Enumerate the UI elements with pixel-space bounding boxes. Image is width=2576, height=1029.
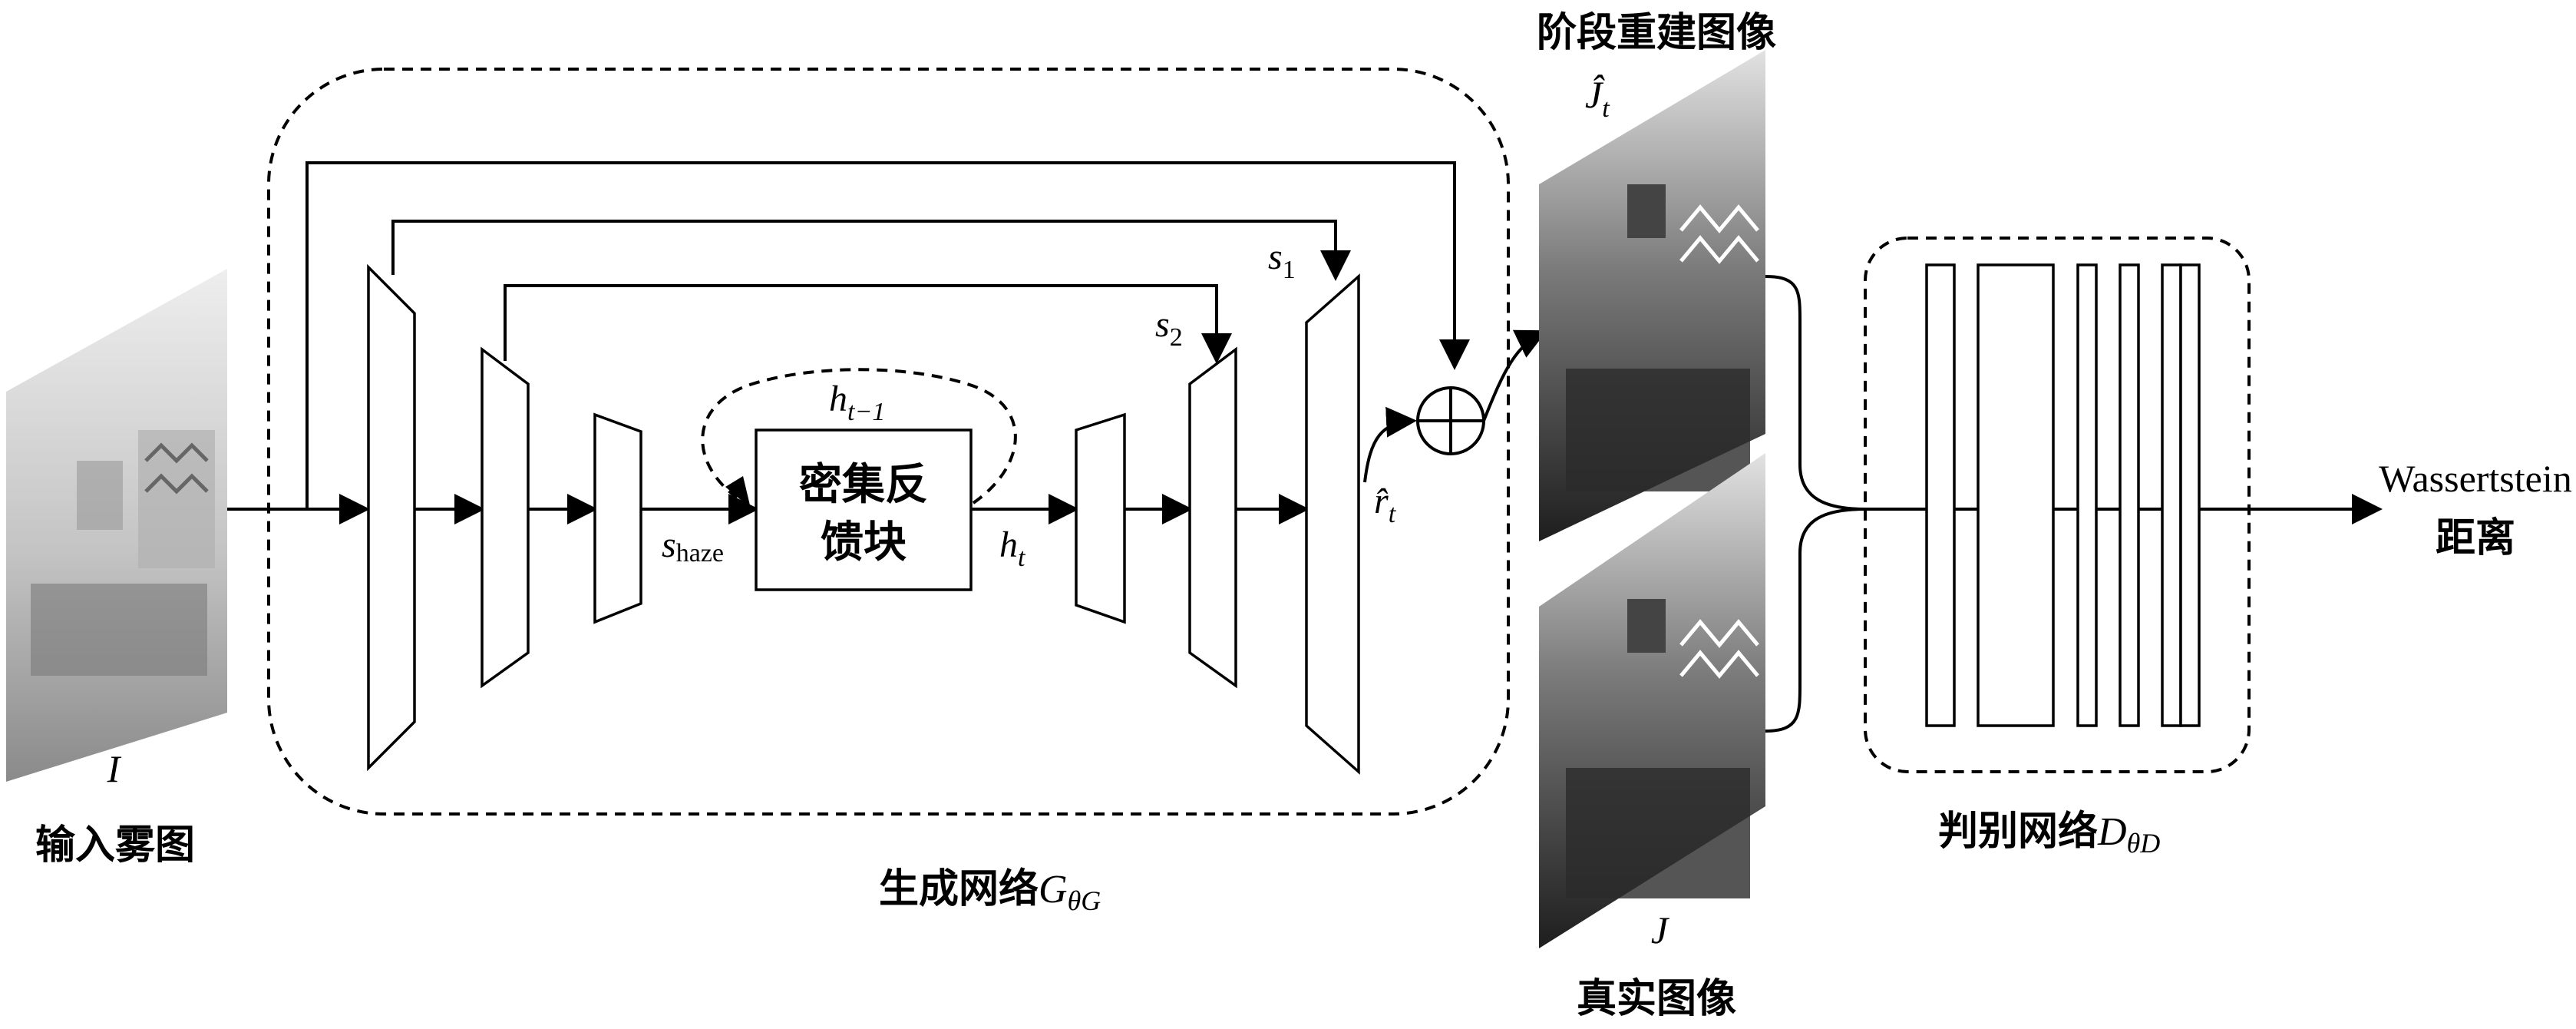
- real-image-title: 真实图像: [1577, 976, 1736, 1022]
- svg-text:ht−1: ht−1: [829, 379, 885, 426]
- disc-layer-2: [1977, 263, 2055, 727]
- feedback-arrowhead: [725, 476, 751, 508]
- disc-layer-5: [2161, 263, 2182, 727]
- output-label-line1: Wassertstein: [2379, 457, 2571, 500]
- dense-block-line2: 馈块: [821, 518, 907, 567]
- label-s1: s1: [1268, 237, 1296, 284]
- label-h-prev: ht−1: [829, 379, 885, 426]
- svg-text:生成网络GθG: 生成网络GθG: [879, 866, 1101, 916]
- input-title: 输入雾图: [35, 822, 195, 869]
- disc-layer-3: [2076, 263, 2098, 727]
- dense-block-line1: 密集反: [799, 460, 928, 510]
- global-skip-connection: [305, 161, 1470, 509]
- svg-text:r̂t: r̂t: [1374, 481, 1397, 528]
- real-image: [1539, 453, 1765, 948]
- feedback-loop: [701, 368, 1017, 505]
- add-output-arrow: [1482, 329, 1547, 422]
- svg-text:s2: s2: [1155, 304, 1183, 352]
- disc-layer-1: [1925, 263, 1956, 727]
- skip-connection-s2: [504, 284, 1232, 364]
- label-r-hat: r̂t: [1374, 481, 1397, 528]
- svg-text:ht: ht: [999, 524, 1026, 572]
- input-haze-image: [6, 269, 227, 782]
- output-label-line2: 距离: [2436, 515, 2515, 561]
- discriminator-boundary: [1864, 237, 2251, 773]
- generator-title: 生成网络GθG: [879, 866, 1101, 916]
- skip-connection-s1: [391, 220, 1351, 281]
- encoder-block-2: [481, 346, 530, 689]
- svg-text:Ĵt: Ĵt: [1585, 73, 1610, 123]
- label-s-haze: shaze: [662, 524, 724, 567]
- discriminator-title: 判别网络DθD: [1938, 809, 2160, 859]
- stage-to-disc-line: [1765, 275, 1930, 511]
- label-j-hat: Ĵt: [1585, 73, 1610, 123]
- stage-reconstruction-image: [1539, 50, 1765, 541]
- real-to-disc-line: [1765, 508, 1866, 733]
- label-s2: s2: [1155, 304, 1183, 352]
- real-symbol: J: [1651, 908, 1670, 951]
- dense-feedback-block: [755, 428, 973, 591]
- label-h-t: ht: [999, 524, 1026, 572]
- svg-text:s1: s1: [1268, 237, 1296, 284]
- decoder-block-1: [1075, 412, 1126, 624]
- encoder-block-3: [593, 412, 642, 624]
- decoder-block-3: [1305, 273, 1360, 775]
- disc-layer-6: [2179, 263, 2201, 727]
- disc-layer-4: [2119, 263, 2140, 727]
- generator-boundary: [267, 68, 1510, 816]
- svg-text:shaze: shaze: [662, 524, 724, 567]
- residual-arrow: [1363, 406, 1417, 483]
- input-symbol: I: [107, 747, 122, 790]
- stage-image-title: 阶段重建图像: [1537, 10, 1776, 56]
- encoder-block-1: [367, 263, 416, 772]
- decoder-block-2: [1188, 346, 1237, 689]
- svg-text:判别网络DθD: 判别网络DθD: [1938, 809, 2160, 859]
